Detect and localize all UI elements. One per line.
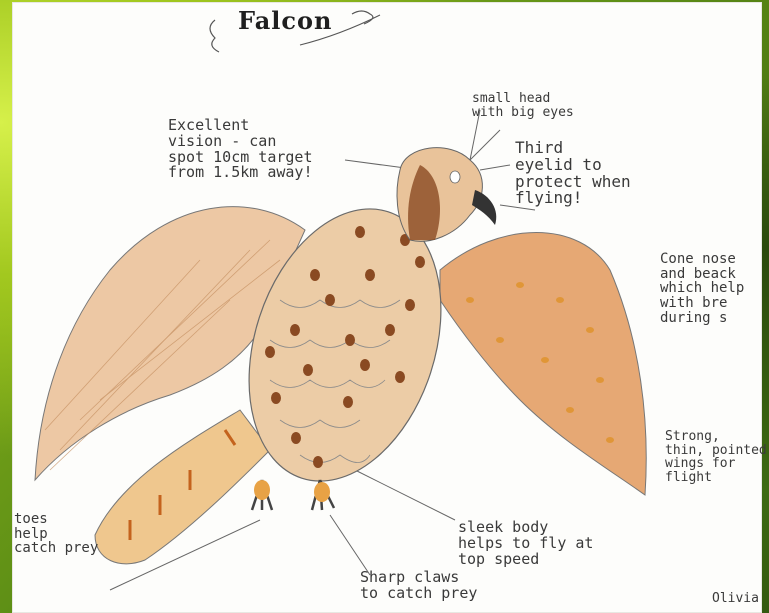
label-head: small head with big eyes [472,92,574,119]
drawing-title: Falcon [238,6,332,35]
label-eyelid: Third eyelid to protect when flying! [515,140,631,207]
label-wings: Strong, thin, pointed wings for flight [665,430,767,485]
right-wing [440,233,646,496]
tail [95,410,270,564]
label-toes: toes help catch prey [14,512,98,556]
artist-signature: Olivia [712,592,759,606]
label-body: sleek body helps to fly at top speed [458,520,593,567]
label-nose: Cone nose and beack which help with bre … [660,252,744,325]
label-claws: Sharp claws to catch prey [360,570,477,602]
label-vision: Excellent vision - can spot 10cm target … [168,118,313,181]
